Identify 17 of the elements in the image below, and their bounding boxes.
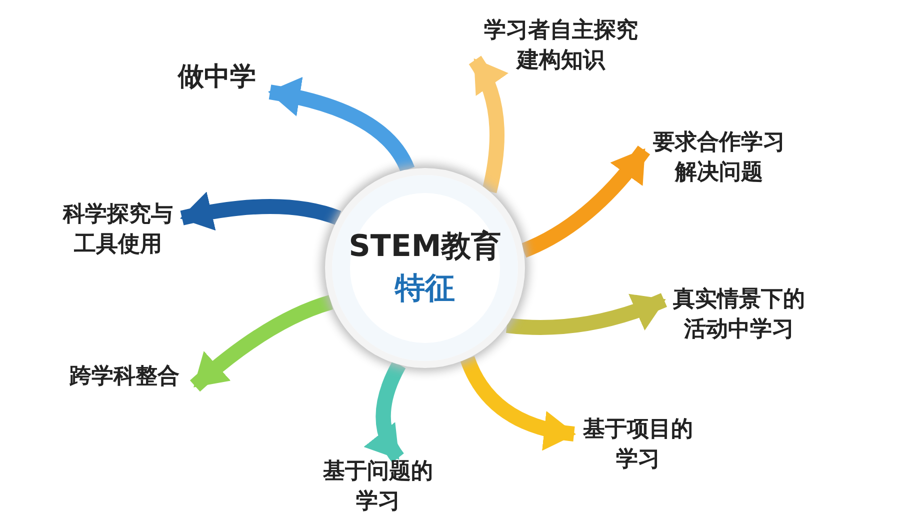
feature-label: 基于问题的学习 xyxy=(314,451,442,523)
feature-label: 真实情景下的活动中学习 xyxy=(664,279,814,351)
feature-label: 要求合作学习解决问题 xyxy=(644,122,794,194)
circle-subtitle: 特征 xyxy=(395,270,455,308)
curved-arrow xyxy=(268,78,414,173)
feature-label: 做中学 xyxy=(164,56,270,98)
feature-label: 跨学科整合 xyxy=(54,356,195,398)
feature-label: 科学探究与工具使用 xyxy=(54,194,182,266)
curved-arrow xyxy=(468,56,508,194)
feature-label: 学习者自主探究建构知识 xyxy=(475,10,647,82)
feature-label: 基于项目的学习 xyxy=(574,409,702,481)
curved-arrow xyxy=(190,295,334,392)
curved-arrow xyxy=(520,146,650,258)
circle-title: STEM教育 xyxy=(348,228,502,266)
curved-arrow xyxy=(460,356,576,450)
curved-arrow xyxy=(180,192,341,232)
curved-arrow xyxy=(506,293,667,335)
